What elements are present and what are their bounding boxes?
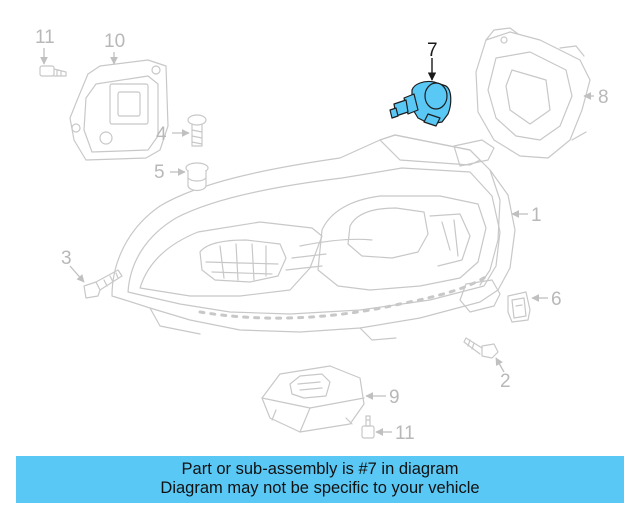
callout-2: 2 <box>500 371 511 392</box>
parts-diagram: 11 10 4 5 3 7 8 1 6 2 9 11 <box>35 27 609 444</box>
info-banner: Part or sub-assembly is #7 in diagram Di… <box>16 456 624 503</box>
callout-9: 9 <box>389 387 400 408</box>
clip-6 <box>507 291 531 323</box>
callout-5: 5 <box>154 162 165 183</box>
headlight-assembly <box>111 134 516 341</box>
bolt-3 <box>83 269 123 299</box>
bulb-socket-7[interactable] <box>389 80 452 127</box>
banner-line-1: Part or sub-assembly is #7 in diagram <box>181 460 459 478</box>
callout-11-bottom: 11 <box>395 423 415 444</box>
screw-2 <box>463 337 499 359</box>
bolt-bottom <box>361 415 375 439</box>
callout-6: 6 <box>551 289 562 310</box>
callout-8: 8 <box>598 87 609 108</box>
control-module <box>69 59 169 161</box>
banner-line-2: Diagram may not be specific to your vehi… <box>160 479 480 497</box>
ballast-9 <box>261 365 365 433</box>
screw-4 <box>187 114 207 147</box>
callout-4: 4 <box>156 124 167 145</box>
callout-11-top: 11 <box>35 27 55 48</box>
leader-lines <box>40 48 594 436</box>
callout-10: 10 <box>104 31 125 52</box>
grommet-5 <box>185 162 209 192</box>
callout-3: 3 <box>61 248 72 269</box>
callout-7: 7 <box>427 40 438 61</box>
housing-cover-8 <box>475 27 591 159</box>
callout-1: 1 <box>531 205 542 226</box>
bolt-top <box>39 65 67 77</box>
